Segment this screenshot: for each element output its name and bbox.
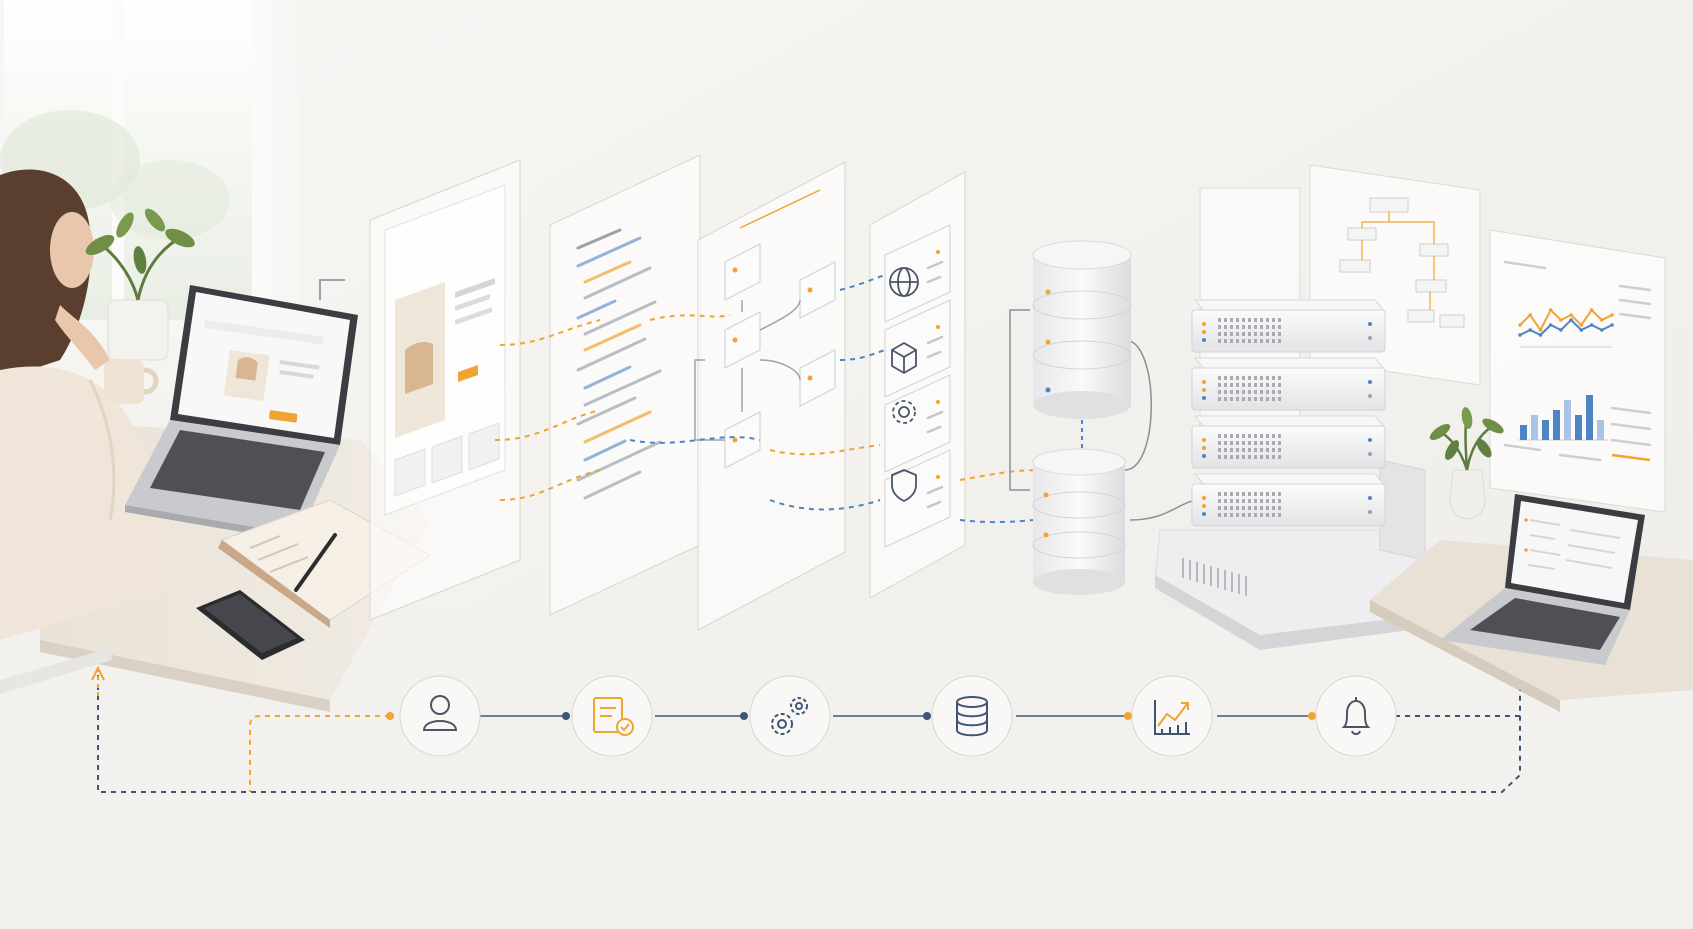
layer-workflow-panel [694, 161, 846, 631]
pipeline-steps [386, 675, 1397, 757]
server-unit [1191, 415, 1387, 469]
line-point [1528, 313, 1533, 317]
line-point [1569, 313, 1573, 317]
line-point [1538, 333, 1543, 337]
line-series [1519, 308, 1613, 332]
potted-plant-left [85, 208, 195, 361]
server-unit [1191, 473, 1387, 527]
bar [1553, 410, 1560, 440]
line-point [1599, 318, 1604, 322]
bar [1586, 395, 1593, 440]
bar [1520, 425, 1527, 440]
bar [1575, 415, 1582, 440]
bar [1597, 420, 1604, 440]
layer-services-panel [869, 171, 966, 599]
chair-armrest [0, 648, 112, 694]
line-point [1538, 328, 1543, 332]
bell-icon [1341, 697, 1371, 735]
line-point [1518, 323, 1522, 327]
monitoring-line-chart [1518, 308, 1614, 348]
pipeline-step-storage [931, 675, 1013, 757]
pipeline-step-user [399, 675, 481, 757]
bar [1531, 415, 1538, 440]
bar [1564, 400, 1571, 440]
feedback-loop [97, 675, 1521, 793]
line-point [1559, 318, 1563, 322]
database-icon [956, 696, 988, 737]
gears-icon [771, 697, 808, 735]
right-laptop [1440, 494, 1645, 665]
potted-plant-right [1429, 407, 1504, 520]
line-point [1599, 328, 1604, 332]
line-point [1559, 328, 1563, 332]
gear-icon [892, 400, 916, 424]
line-point [1548, 323, 1553, 327]
line-point [1518, 333, 1522, 337]
pipeline-step-approval [571, 675, 653, 757]
server-unit [1191, 299, 1387, 353]
line-point [1528, 328, 1533, 332]
database-cylinder-1 [1032, 240, 1132, 419]
server-units [1191, 299, 1387, 527]
line-point [1579, 328, 1584, 332]
line-point [1610, 313, 1614, 317]
pipeline-step-analytics [1131, 675, 1213, 757]
coffee-mug [104, 360, 159, 404]
smartphone [196, 590, 305, 660]
line-point [1579, 323, 1584, 327]
database-cylinder-2 [1032, 448, 1126, 595]
layer-code-panel [549, 154, 701, 616]
pipeline-step-processing [749, 675, 831, 757]
server-rack [1154, 459, 1426, 650]
monitoring-bar-chart [1518, 395, 1608, 441]
pipeline-step-alerts [1315, 675, 1397, 757]
person-at-desk [0, 169, 173, 640]
monitoring-dashboard-panel [1489, 229, 1666, 513]
layer-storefront-panel [369, 159, 521, 621]
line-point [1569, 318, 1573, 322]
line-point [1610, 323, 1614, 327]
pipeline-dots [386, 712, 1316, 720]
growth-chart-icon [1154, 700, 1190, 735]
line-point [1589, 308, 1594, 312]
shield-icon [891, 469, 917, 503]
server-unit [1191, 357, 1387, 411]
left-laptop [125, 285, 358, 542]
package-icon [891, 341, 917, 375]
checklist-approval-icon [593, 697, 634, 736]
line-series [1519, 318, 1613, 337]
line-point [1548, 308, 1553, 312]
line-point [1589, 323, 1594, 327]
user-icon [422, 695, 458, 731]
layer-connectors [319, 274, 1071, 524]
bar [1542, 420, 1549, 440]
globe-icon [889, 267, 919, 297]
